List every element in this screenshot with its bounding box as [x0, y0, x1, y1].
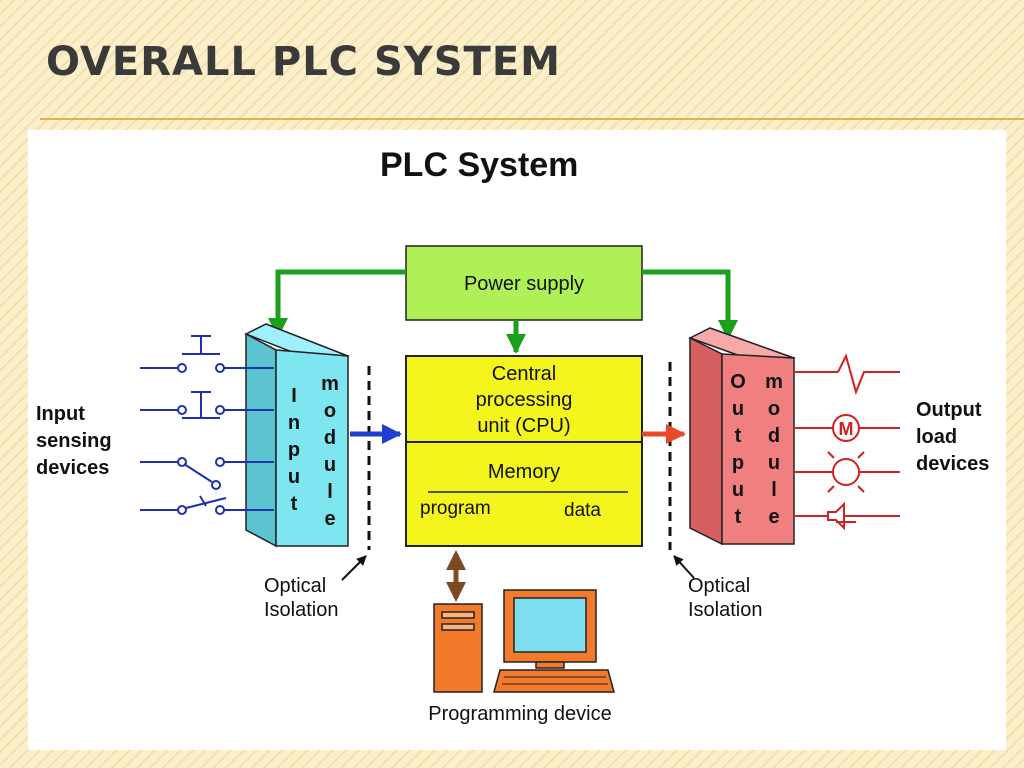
- input-label-line3: devices: [36, 457, 109, 479]
- output-module-col1-4: u: [732, 479, 744, 501]
- input-module-col2-0: m: [321, 373, 339, 395]
- power-supply-label: Power supply: [464, 273, 584, 295]
- input-switches: [140, 335, 274, 515]
- lamp-icon: [794, 451, 900, 493]
- output-module-col2-3: u: [768, 452, 780, 474]
- memory-label: Memory: [488, 461, 560, 483]
- output-module-col1-3: p: [732, 452, 744, 474]
- cpu-label-line2: processing: [476, 389, 573, 411]
- input-module-col1-1: n: [288, 412, 300, 434]
- input-module: I n p u t m o d u l e: [244, 323, 350, 548]
- input-label-line2: sensing: [36, 430, 112, 452]
- optical-right-line2: Isolation: [688, 599, 763, 621]
- input-module-col1-0: I: [291, 385, 297, 407]
- memory-program-label: program: [420, 498, 491, 519]
- input-module-col1-4: t: [291, 493, 298, 515]
- input-module-col2-4: l: [327, 481, 333, 503]
- output-module-col1-0: O: [730, 371, 746, 393]
- output-module-col2-4: l: [771, 479, 777, 501]
- output-module: O u t p u t m o d u l e: [688, 327, 796, 546]
- power-supply-box: [405, 245, 643, 321]
- input-module-col2-1: o: [324, 400, 336, 422]
- cpu-label-line1: Central: [492, 363, 556, 385]
- optical-pointer-right: [673, 555, 695, 579]
- slide-title: OVERALL PLC SYSTEM: [46, 39, 561, 85]
- cpu-label-line3: unit (CPU): [477, 415, 570, 437]
- motor-letter: M: [839, 419, 854, 439]
- output-module-col2-5: e: [768, 506, 779, 528]
- input-module-col2-3: u: [324, 454, 336, 476]
- output-module-col2-1: o: [768, 398, 780, 420]
- keyboard-icon: [493, 669, 615, 693]
- input-module-col2-5: e: [324, 508, 335, 530]
- output-label-line1: Output: [916, 399, 982, 421]
- optical-right-line1: Optical: [688, 575, 750, 597]
- computer-icon: [433, 589, 615, 693]
- diagram-title: PLC System: [380, 146, 578, 184]
- input-module-col1-3: u: [288, 466, 300, 488]
- title-divider: [40, 118, 1024, 120]
- output-module-col1-1: u: [732, 398, 744, 420]
- output-module-col1-5: t: [735, 506, 742, 528]
- foot-switch-icon: [140, 495, 260, 515]
- limit-switch-icon: [140, 457, 260, 490]
- output-label-line2: load: [916, 426, 957, 448]
- cpu-box: [405, 355, 643, 547]
- diagram-panel: PLC System Power supply Central processi…: [28, 130, 1006, 750]
- output-module-col2-0: m: [765, 371, 783, 393]
- horn-icon: [794, 501, 900, 531]
- input-module-col1-2: p: [288, 439, 300, 461]
- motor-icon: M: [794, 414, 900, 442]
- input-module-col2-2: d: [324, 427, 336, 449]
- optical-left-line1: Optical: [264, 575, 326, 597]
- pushbutton-nc-icon: [140, 391, 260, 419]
- heater-icon: [794, 353, 900, 396]
- output-module-col1-2: t: [735, 425, 742, 447]
- pushbutton-no-icon: [140, 335, 260, 373]
- programming-device-label: Programming device: [428, 703, 611, 725]
- output-label-line3: devices: [916, 453, 989, 475]
- plc-diagram: PLC System Power supply Central processi…: [36, 146, 989, 725]
- output-module-col2-2: d: [768, 425, 780, 447]
- input-label-line1: Input: [36, 403, 85, 425]
- power-arrow-left: [268, 269, 406, 338]
- output-loads: M: [794, 353, 900, 531]
- optical-pointer-left: [341, 555, 367, 581]
- memory-data-label: data: [564, 500, 601, 521]
- power-arrow-right: [642, 269, 738, 340]
- optical-left-line2: Isolation: [264, 599, 339, 621]
